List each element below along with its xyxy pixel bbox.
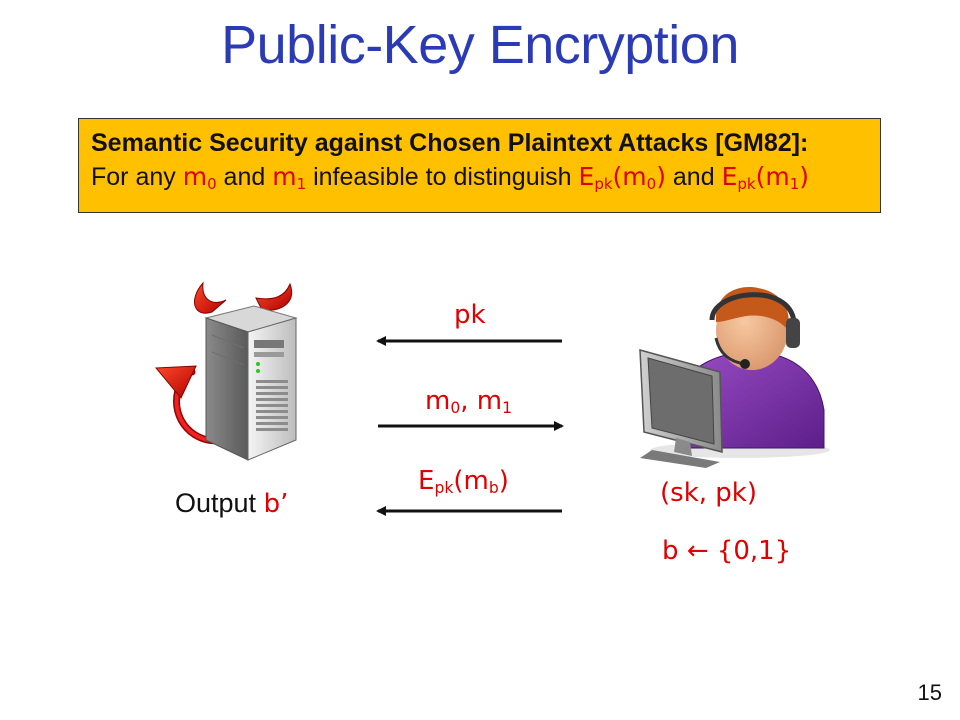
challenger-bit-label: b ← {0,1} (662, 536, 791, 566)
message-ciphertext-label: Epk(mb) (418, 466, 509, 496)
message-m0-m1-label: m0, m1 (425, 386, 512, 416)
message-pk-label: pk (454, 300, 486, 330)
page-number: 15 (918, 680, 942, 706)
output-label: Output (175, 488, 256, 518)
output-value: b’ (264, 489, 289, 519)
adversary-output: Output b’ (175, 488, 288, 519)
challenger-keys-label: (sk, pk) (660, 478, 757, 508)
